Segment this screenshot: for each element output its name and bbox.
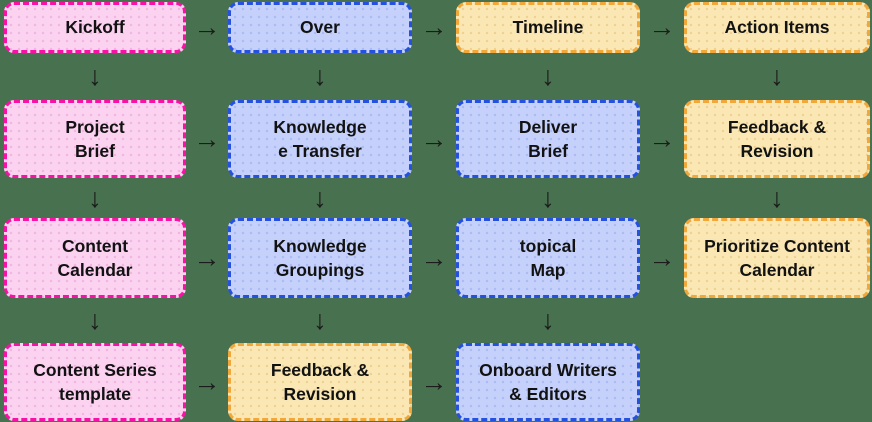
flow-node-topical-map[interactable]: topical Map [456,218,640,298]
right-arrow-icon: → [193,242,221,273]
flow-node-over[interactable]: Over [228,2,412,53]
flow-node-label: Onboard Writers & Editors [479,359,617,404]
flow-node-feedback-revision-2[interactable]: Feedback & Revision [228,343,412,421]
flow-node-action-items[interactable]: Action Items [684,2,870,53]
down-arrow-icon: ↓ [541,305,555,335]
grid-spacer [186,178,228,218]
grid-spacer [640,178,684,218]
down-arrow-icon: ↓ [313,61,327,91]
right-arrow-icon: → [648,12,676,42]
flow-node-label: Knowledge Groupings [273,235,367,280]
flow-node-knowledge-groupings[interactable]: Knowledge Groupings [228,218,412,298]
flow-node-label: Action Items [724,17,830,38]
grid-spacer [640,298,684,343]
grid-spacer [640,53,684,100]
right-arrow-icon: → [193,366,221,397]
grid-spacer [412,53,456,100]
flow-node-label: Feedback & Revision [727,116,827,161]
down-arrow-icon: ↓ [541,182,555,213]
down-arrow-icon: ↓ [313,182,327,213]
flow-node-content-calendar[interactable]: Content Calendar [4,218,186,298]
grid-spacer [412,298,456,343]
right-arrow-icon: → [193,12,221,42]
grid-spacer [640,343,684,421]
grid-spacer [684,343,870,421]
down-arrow-icon: ↓ [88,61,102,91]
flow-node-timeline[interactable]: Timeline [456,2,640,53]
flow-node-label: Knowledge e Transfer [273,116,367,161]
flow-node-label: Content Series template [33,359,157,404]
down-arrow-icon: ↓ [770,61,784,91]
grid-spacer [412,178,456,218]
flow-node-deliver-brief[interactable]: Deliver Brief [456,100,640,178]
flow-node-project-brief[interactable]: Project Brief [4,100,186,178]
flow-node-label: Project Brief [65,116,125,161]
down-arrow-icon: ↓ [770,182,784,213]
down-arrow-icon: ↓ [88,305,102,335]
down-arrow-icon: ↓ [88,182,102,213]
right-arrow-icon: → [420,12,448,42]
right-arrow-icon: → [193,123,221,154]
grid-spacer [186,53,228,100]
flow-node-knowledge-transfer[interactable]: Knowledge e Transfer [228,100,412,178]
right-arrow-icon: → [420,242,448,273]
right-arrow-icon: → [648,123,676,154]
down-arrow-icon: ↓ [313,305,327,335]
flow-node-label: Kickoff [65,17,125,38]
flow-node-label: Over [300,17,340,38]
flow-node-label: topical Map [519,235,577,280]
grid-spacer [684,298,870,343]
grid-spacer [186,298,228,343]
flow-node-label: Prioritize Content Calendar [704,235,850,280]
flow-node-onboard-writers-editors[interactable]: Onboard Writers & Editors [456,343,640,421]
flow-node-label: Feedback & Revision [270,359,370,404]
flow-node-kickoff[interactable]: Kickoff [4,2,186,53]
right-arrow-icon: → [648,242,676,273]
down-arrow-icon: ↓ [541,61,555,91]
flow-node-prioritize-content-calendar[interactable]: Prioritize Content Calendar [684,218,870,298]
flow-node-label: Deliver Brief [518,116,578,161]
flow-node-label: Content Calendar [57,235,133,280]
flow-node-content-series-template[interactable]: Content Series template [4,343,186,421]
flow-node-feedback-revision-1[interactable]: Feedback & Revision [684,100,870,178]
right-arrow-icon: → [420,123,448,154]
right-arrow-icon: → [420,366,448,397]
flow-node-label: Timeline [512,17,584,38]
